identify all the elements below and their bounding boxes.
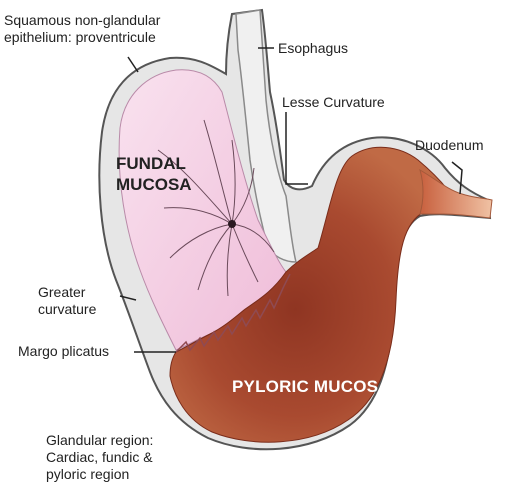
margo-plicatus-label: Margo plicatus xyxy=(18,343,109,360)
esophagus-label: Esophagus xyxy=(278,40,348,57)
fold-center-dot xyxy=(228,220,236,228)
duodenum-shape xyxy=(420,170,492,218)
fundal-mucosa-label: FUNDAL MUCOSA xyxy=(116,153,192,195)
leader-squamous xyxy=(128,57,138,72)
greater-curvature-label: Greater curvature xyxy=(38,284,96,318)
glandular-region-label: Glandular region: Cardiac, fundic & pylo… xyxy=(46,432,153,483)
lesser-curvature-label: Lesse Curvature xyxy=(282,94,385,111)
leader-lesser-curvature xyxy=(286,112,308,184)
pyloric-mucosa-label: PYLORIC MUCOSA xyxy=(232,376,391,397)
duodenum-label: Duodenum xyxy=(415,137,484,154)
squamous-epithelium-label: Squamous non-glandular epithelium: prove… xyxy=(4,12,160,46)
